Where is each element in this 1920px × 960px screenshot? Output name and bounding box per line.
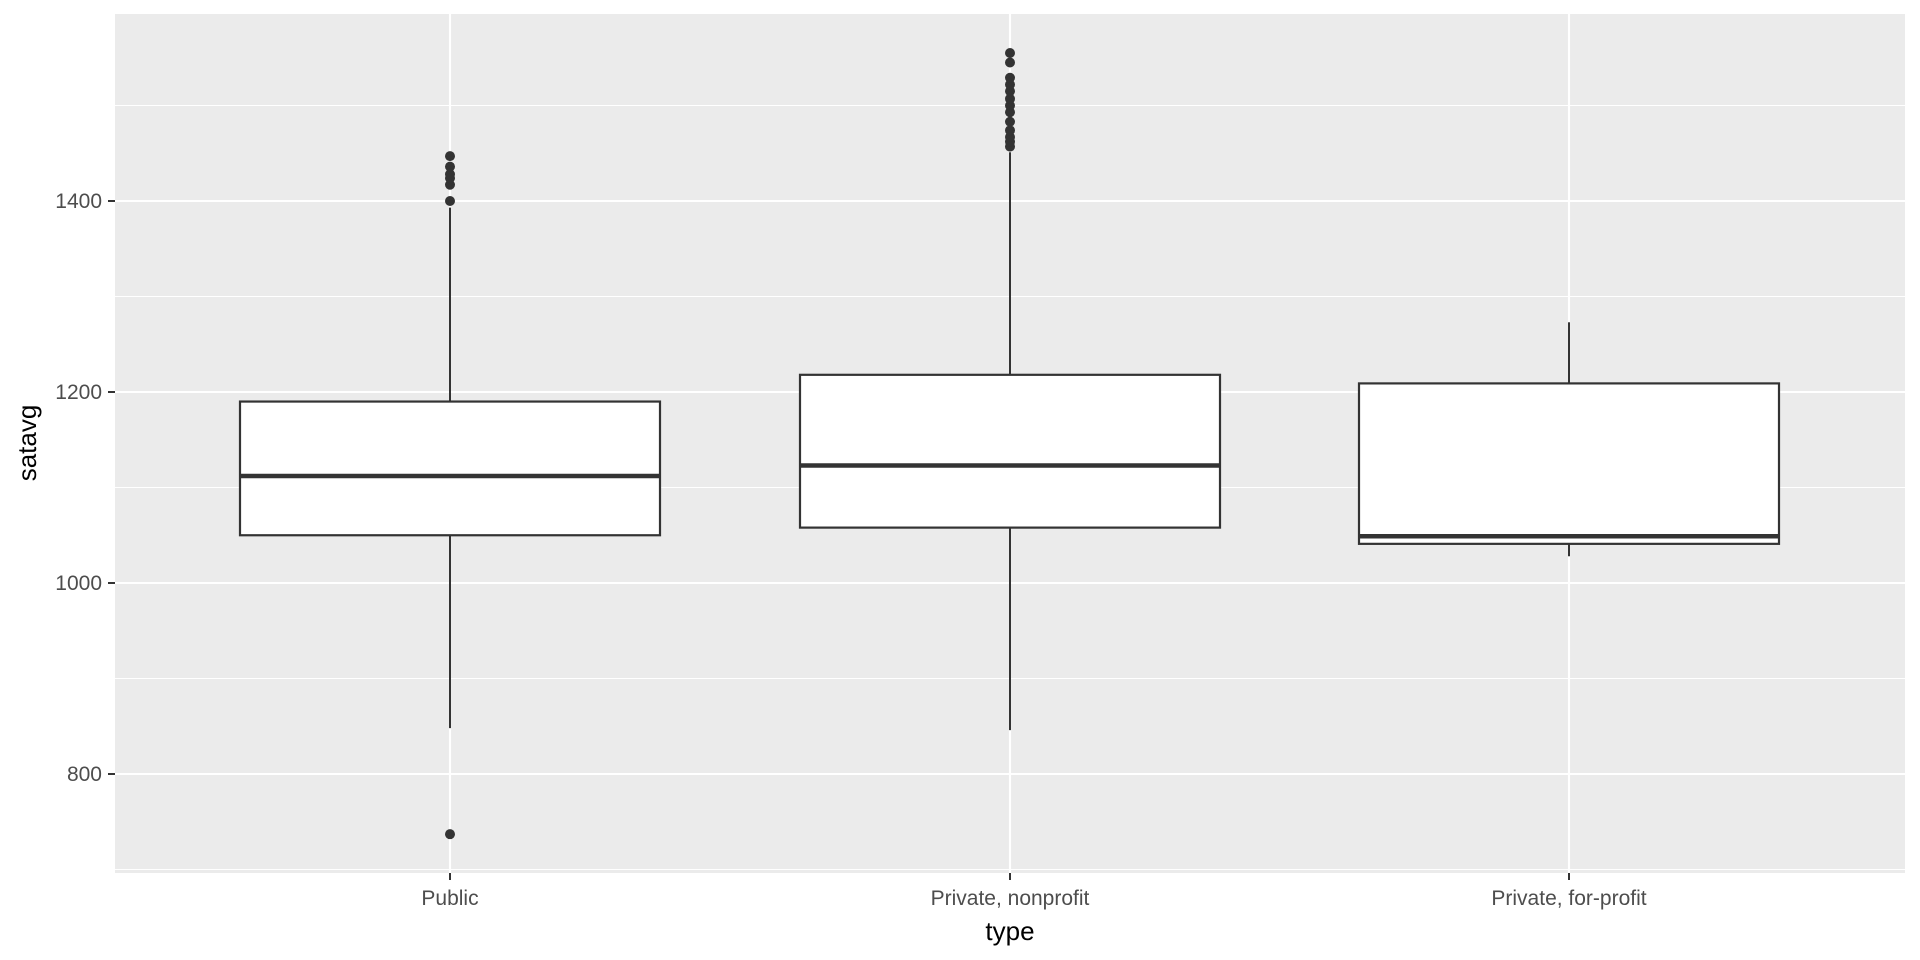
iqr-box xyxy=(798,373,1222,529)
outlier-point xyxy=(445,196,455,206)
outlier-point xyxy=(445,829,455,840)
outlier-point xyxy=(1005,125,1015,136)
outlier-point xyxy=(1005,47,1015,58)
y-axis: 800 1000 1200 1400 xyxy=(55,190,115,786)
boxplot-series xyxy=(238,47,1781,840)
outlier-point xyxy=(445,151,455,162)
y-axis-title: satavg xyxy=(12,405,42,482)
x-tick-label: Private, nonprofit xyxy=(931,887,1090,910)
y-tick-label: 1000 xyxy=(55,572,102,595)
iqr-box xyxy=(238,400,662,537)
outlier-point xyxy=(1005,93,1015,104)
y-tick-label: 800 xyxy=(67,763,102,786)
outlier-point xyxy=(1005,116,1015,127)
outlier-point xyxy=(445,161,455,172)
x-axis: Public Private, nonprofit Private, for-pro… xyxy=(421,873,1647,910)
iqr-box xyxy=(1357,382,1781,545)
box-private-nonprofit xyxy=(798,47,1222,731)
x-tick-label: Private, for-profit xyxy=(1491,887,1646,910)
outlier-point xyxy=(445,169,455,180)
y-tick-label: 1200 xyxy=(55,381,102,404)
x-axis-title: type xyxy=(985,916,1034,946)
outlier-point xyxy=(1005,57,1015,68)
x-tick-label: Public xyxy=(421,887,478,910)
outlier-point xyxy=(1005,72,1015,83)
box-private-for-profit xyxy=(1357,322,1781,557)
box-public xyxy=(238,151,662,840)
y-tick-label: 1400 xyxy=(55,190,102,213)
